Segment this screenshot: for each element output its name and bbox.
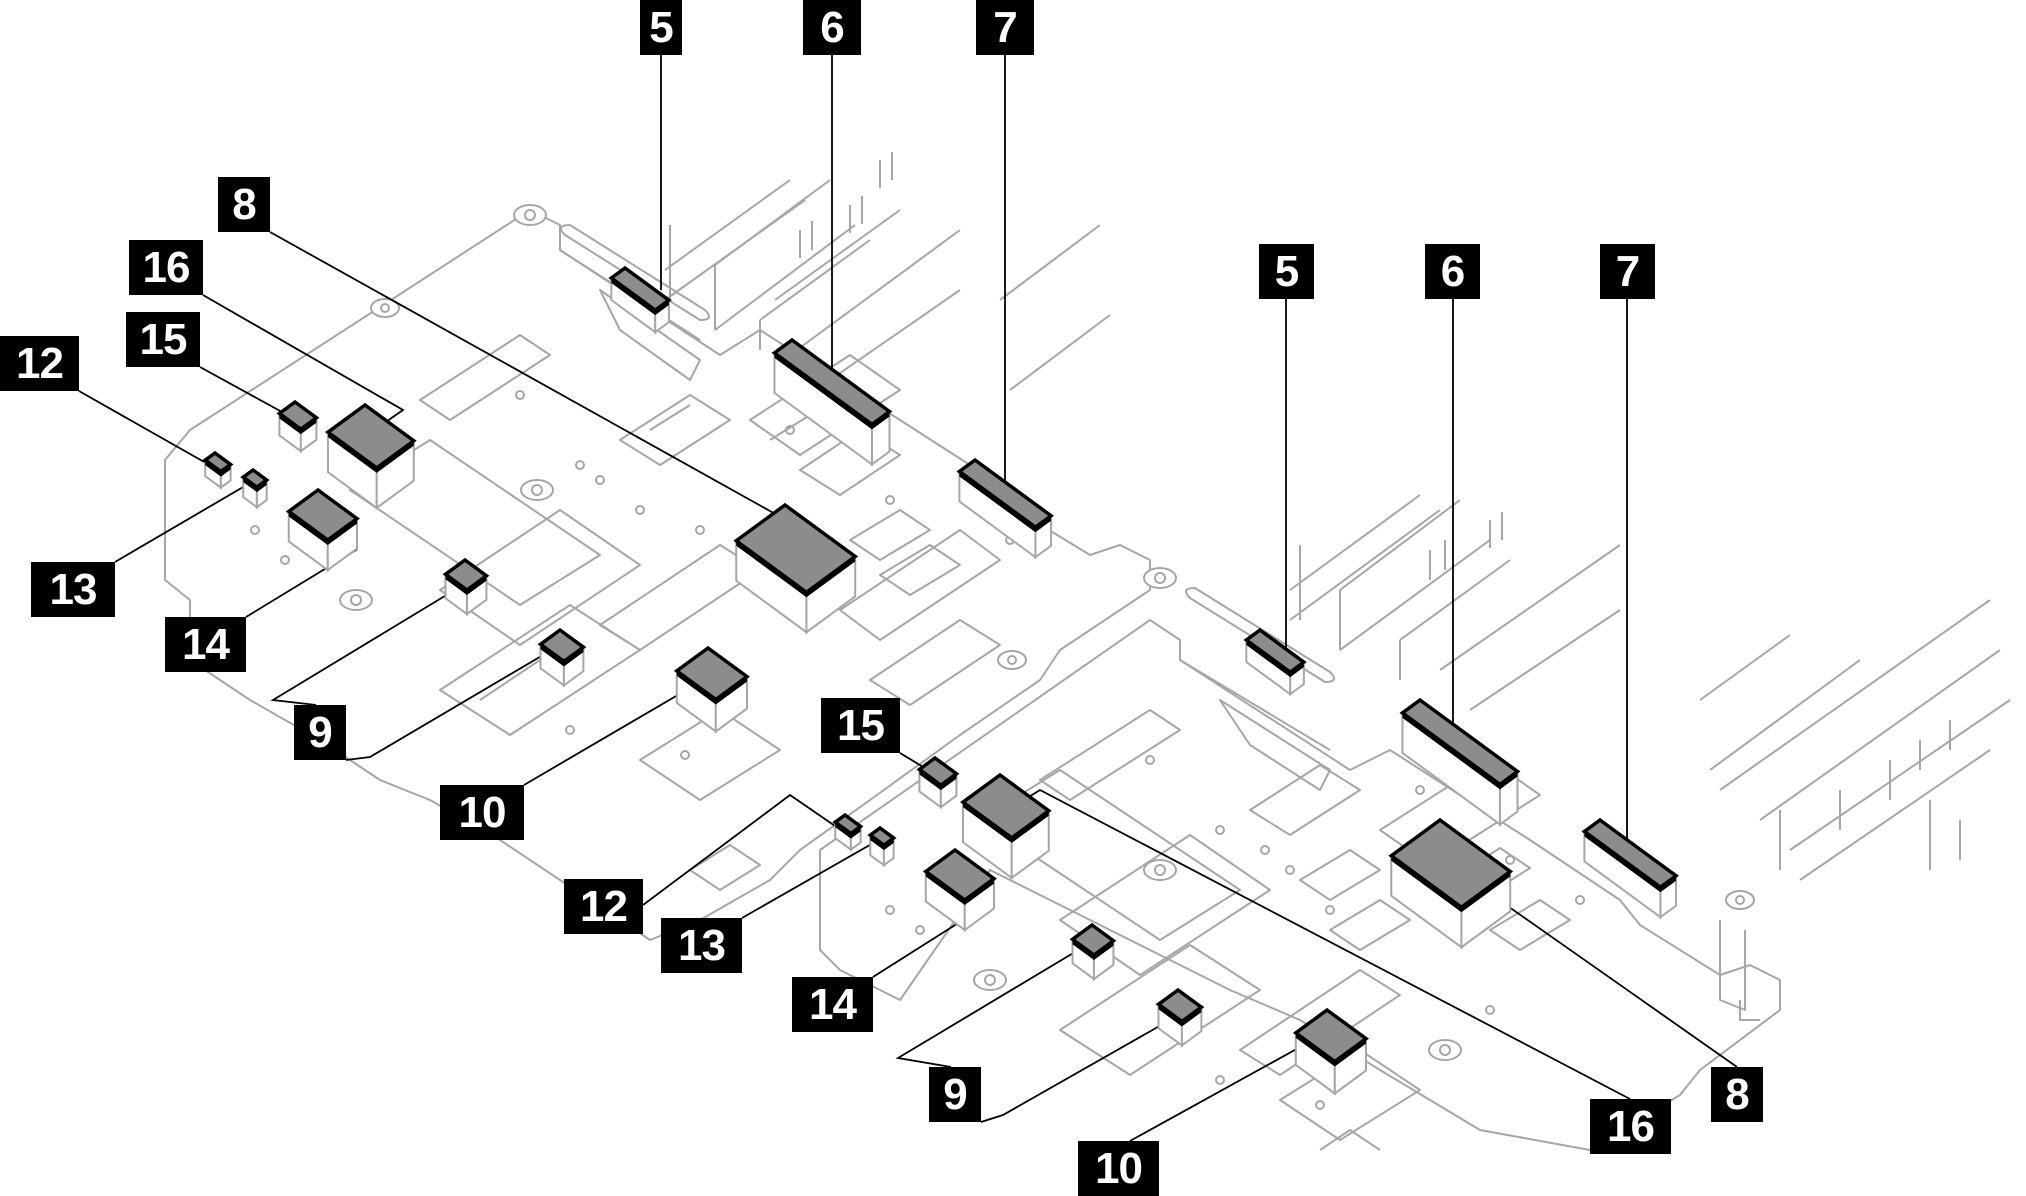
pad-5a [608,265,672,335]
callout-8-b: 8 [1711,1067,1763,1122]
callout-7-b: 7 [1600,244,1655,299]
pad-5b [1243,627,1307,697]
leader-13a [114,482,251,563]
callout-12-a: 12 [0,336,79,391]
callout-13-a: 13 [31,562,115,617]
leader-12b [642,793,839,906]
pad-13a [240,467,270,510]
pad-16b [959,772,1052,880]
callout-14-b: 14 [792,977,873,1032]
pad-8a [733,502,859,635]
pad-16a [324,402,417,510]
leader-13b [741,841,876,919]
pad-9a-1 [442,557,490,617]
pad-9a-2 [537,627,587,688]
pad-8b [1388,817,1514,950]
callout-15-a: 15 [126,312,200,367]
callout-10-a: 10 [440,785,524,840]
leader-lines [78,55,1738,1142]
pad-10a [673,645,750,734]
pad-12b [832,812,864,852]
pad-9b-2 [1155,987,1205,1048]
cold-plate-b-outline [819,494,2011,1151]
leader-9a-1 [270,584,464,706]
callout-12-b: 12 [564,879,643,934]
dimm-rows-b [1289,494,2011,881]
pad-15a [276,399,320,454]
callout-14-a: 14 [165,617,246,672]
callout-13-b: 13 [661,918,742,973]
callout-9-a: 9 [294,705,346,760]
callout-6-a: 6 [803,0,861,55]
callout-10-b: 10 [1078,1141,1159,1196]
callout-7-a: 7 [976,0,1034,55]
leader-12a [78,390,214,468]
callout-15-b: 15 [821,698,900,753]
cold-plate-a-outline [164,152,1151,941]
leader-9b-1 [895,945,1086,1068]
callout-16-a: 16 [129,240,203,295]
pad-12a [202,450,234,490]
leader-10b [1129,1034,1323,1142]
callout-6-b: 6 [1425,244,1480,299]
pad-9b-1 [1069,922,1117,982]
dimm-rows-a [664,152,1111,391]
pad-14a [285,487,360,573]
pad-6a [771,337,893,467]
callout-5-b: 5 [1259,244,1314,299]
pad-15b [916,755,960,810]
callout-8-a: 8 [218,177,270,232]
leader-8a [269,231,796,526]
pad-6b [1399,697,1521,827]
pad-14b [922,847,997,933]
thermal-pads [202,265,1680,1096]
callout-5-a: 5 [640,0,682,55]
leader-15a [199,366,294,419]
callout-9-b: 9 [929,1067,981,1122]
pad-13b [867,825,897,868]
leader-9b-2 [980,1019,1171,1123]
pad-10b [1292,1007,1369,1096]
pad-7b [1581,817,1680,920]
callout-16-b: 16 [1590,1099,1671,1154]
leader-10a [523,681,701,786]
leader-9a-2 [345,647,556,761]
pad-7a [956,457,1055,560]
